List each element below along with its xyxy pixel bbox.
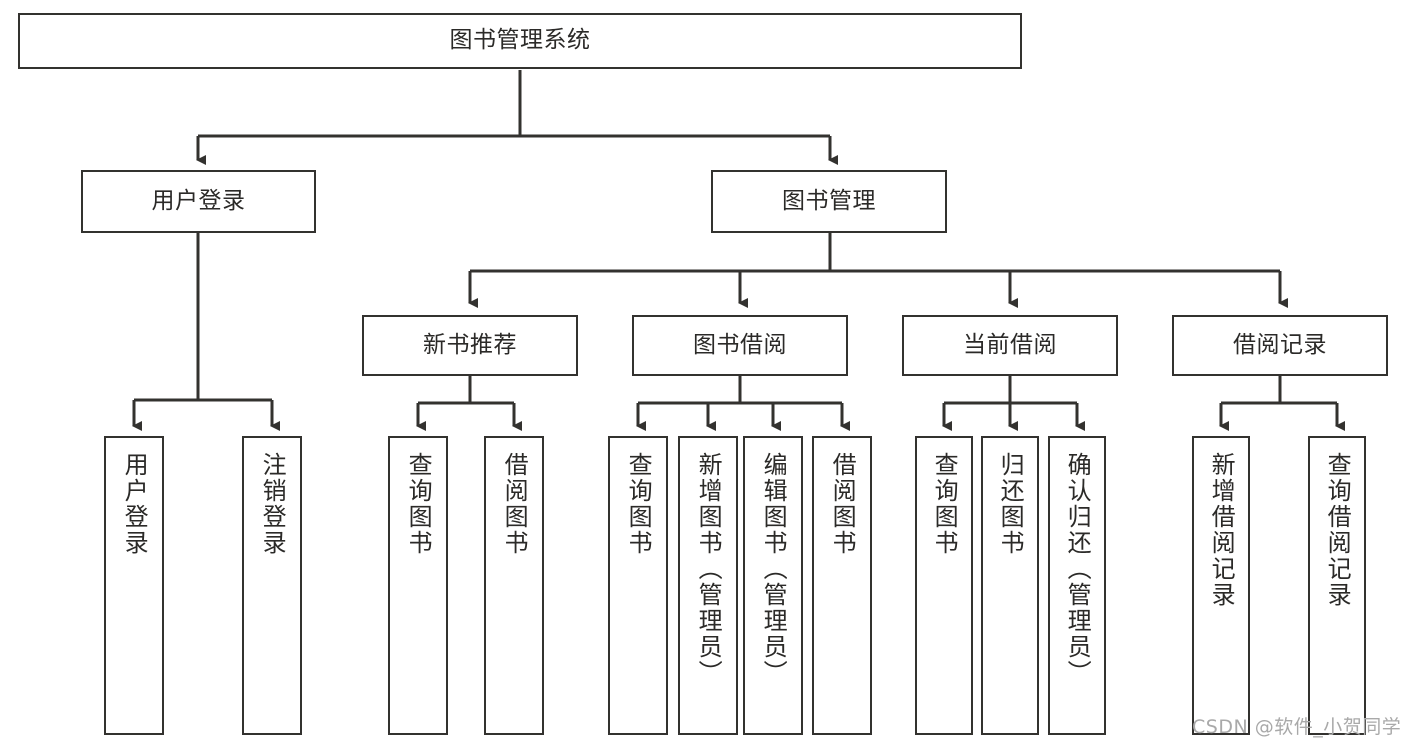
- node-label: 借阅图书: [828, 452, 857, 556]
- node-label: 归还图书: [996, 452, 1025, 556]
- node-label: 新增借阅记录: [1207, 452, 1236, 608]
- leaf-book-borrow-edit[interactable]: 编辑图书（管理员）: [743, 436, 803, 735]
- leaf-borrow-record-query[interactable]: 查询借阅记录: [1308, 436, 1366, 735]
- leaf-book-borrow-add[interactable]: 新增图书（管理员）: [678, 436, 738, 735]
- node-new-book-recommend[interactable]: 新书推荐: [362, 315, 578, 376]
- node-user-login[interactable]: 用户登录: [81, 170, 316, 233]
- node-label: 用户登录: [120, 452, 149, 556]
- leaf-new-book-query[interactable]: 查询图书: [388, 436, 448, 735]
- leaf-user-login-logout[interactable]: 注销登录: [242, 436, 302, 735]
- leaf-new-book-borrow[interactable]: 借阅图书: [484, 436, 544, 735]
- node-label: 查询图书: [930, 452, 959, 556]
- node-label: 图书管理: [782, 187, 876, 214]
- watermark-csdn: CSDN @软件_小贺同学: [1192, 716, 1402, 738]
- node-label: 查询图书: [404, 452, 433, 556]
- node-label: 确认归还（管理员）: [1063, 452, 1092, 686]
- node-label: 用户登录: [151, 187, 246, 214]
- node-label: 编辑图书（管理员）: [759, 452, 788, 686]
- leaf-book-borrow-query[interactable]: 查询图书: [608, 436, 668, 735]
- node-label: 查询借阅记录: [1323, 452, 1352, 608]
- leaf-current-borrow-return[interactable]: 归还图书: [981, 436, 1039, 735]
- node-label: 借阅记录: [1233, 331, 1327, 358]
- node-book-manage[interactable]: 图书管理: [711, 170, 947, 233]
- node-label: 新增图书（管理员）: [694, 452, 723, 686]
- node-label: 图书管理系统: [449, 27, 591, 54]
- node-label: 借阅图书: [500, 452, 529, 556]
- node-borrow-record[interactable]: 借阅记录: [1172, 315, 1388, 376]
- leaf-current-borrow-confirm-return[interactable]: 确认归还（管理员）: [1048, 436, 1106, 735]
- node-label: 新书推荐: [423, 331, 517, 358]
- node-label: 当前借阅: [963, 331, 1057, 358]
- node-current-borrow[interactable]: 当前借阅: [902, 315, 1118, 376]
- node-label: 图书借阅: [693, 331, 787, 358]
- node-root-system[interactable]: 图书管理系统: [18, 13, 1022, 69]
- leaf-book-borrow-borrow[interactable]: 借阅图书: [812, 436, 872, 735]
- node-book-borrow[interactable]: 图书借阅: [632, 315, 848, 376]
- node-label: 查询图书: [624, 452, 653, 556]
- leaf-borrow-record-add[interactable]: 新增借阅记录: [1192, 436, 1250, 735]
- node-label: 注销登录: [258, 452, 287, 556]
- leaf-user-login-login[interactable]: 用户登录: [104, 436, 164, 735]
- leaf-current-borrow-query[interactable]: 查询图书: [915, 436, 973, 735]
